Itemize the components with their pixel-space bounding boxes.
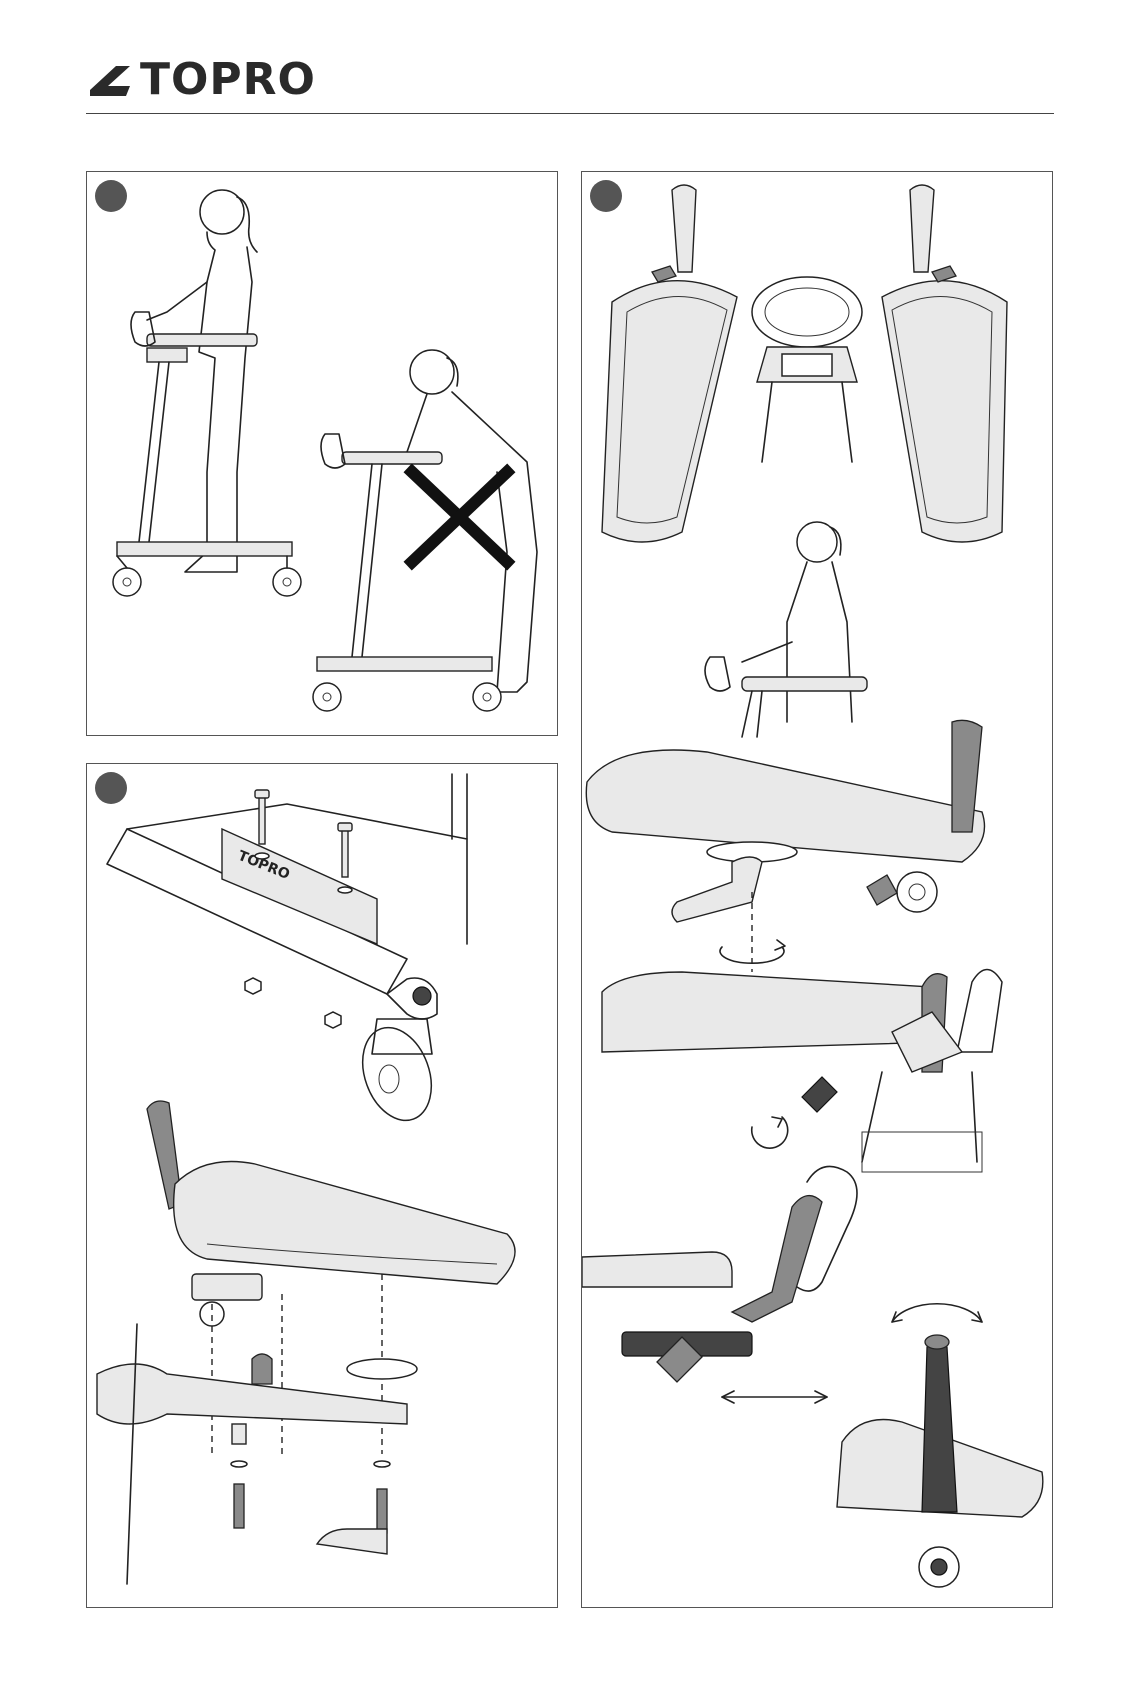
assembly-illustration: TOPRO — [87, 764, 558, 1608]
brand-logo-text: TOPRO — [140, 58, 316, 102]
posture-illustration — [87, 172, 558, 736]
frame-bracket-assembly: TOPRO — [107, 774, 467, 1130]
height-lever-detail — [586, 720, 984, 972]
brand-logo: TOPRO — [86, 56, 316, 104]
topro-swoosh-logo-icon — [86, 60, 134, 100]
page-header: TOPRO — [86, 56, 1054, 114]
walker-leaning — [313, 434, 501, 711]
user-at-walker-figure — [705, 522, 867, 737]
adjustment-illustration — [582, 172, 1053, 1608]
header-divider — [86, 113, 1054, 114]
incorrect-cross-icon — [412, 472, 507, 562]
armrest-exploded-view — [97, 1101, 515, 1584]
armrests-top-view — [602, 185, 1007, 542]
handle-adjustment-detail — [582, 1166, 1043, 1587]
panel-adjustment — [581, 171, 1053, 1608]
panel-posture — [86, 171, 558, 736]
knob-adjustment-detail — [602, 970, 1002, 1173]
upright-person-figure — [147, 190, 257, 572]
panel-assembly: TOPRO — [86, 763, 558, 1608]
